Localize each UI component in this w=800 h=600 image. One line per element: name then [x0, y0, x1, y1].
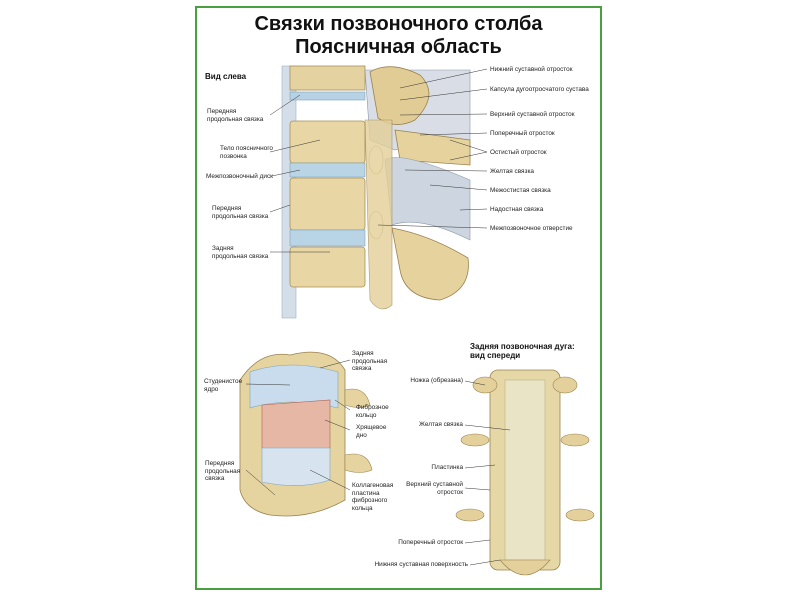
p3-label-inferior-surface: Нижняя суставная поверхность [374, 561, 468, 568]
poster-title: Связки позвоночного столба [254, 13, 543, 35]
p1-label-anterior-ligament-2: Передняя продольная связка [212, 205, 269, 220]
lateral-spine-illustration [281, 65, 471, 319]
p3-label-transverse-process: Поперечный отросток [398, 539, 463, 546]
p1-label-foramen: Межпозвоночное отверстие [490, 225, 573, 232]
p2-label-endplate: Хрящевое дно [356, 424, 387, 439]
p2-label-anterior-ligament: Передняя продольная связка [205, 460, 241, 482]
panel1-heading: Вид слева [205, 72, 247, 81]
p1-label-superior-process: Верхний суставной отросток [490, 111, 575, 118]
p2-label-nucleus: Студенистое ядро [204, 378, 243, 393]
p1-label-joint-capsule: Капсула дугоотросчатого сустава [490, 86, 589, 93]
p3-label-ligamentum-flavum: Желтая связка [419, 421, 463, 428]
posterior-arch-illustration [455, 369, 595, 576]
p1-label-anterior-ligament: Передняя продольная связка [207, 108, 264, 123]
p1-label-posterior-ligament: Задняя продольная связка [212, 245, 269, 260]
p2-label-collagen-lamella: Коллагеновая пластина фиброзного кольца [352, 482, 394, 512]
p1-label-inferior-process: Нижний суставной отросток [490, 66, 573, 73]
p3-label-lamina: Пластинка [431, 464, 463, 471]
p1-label-spinous-process: Остистый отросток [490, 149, 547, 156]
p1-label-ligamentum-flavum: Желтая связка [490, 168, 534, 175]
p2-label-annulus: Фиброзное кольцо [356, 404, 389, 419]
p1-label-transverse-process: Поперечный отросток [490, 130, 555, 137]
panel3-leader-lines [464, 380, 511, 566]
p1-label-vertebral-body: Тело поясничного позвонка [220, 145, 273, 160]
poster-subtitle: Поясничная область [295, 36, 502, 58]
p3-label-superior-process: Верхний суставной отросток [406, 481, 463, 496]
panel1-leader-lines [269, 68, 488, 253]
disc-segment-illustration [239, 351, 373, 517]
panel3-heading: Задняя позвоночная дуга: вид спереди [470, 342, 575, 360]
p1-label-interspinous: Межостистая связка [490, 187, 551, 194]
p1-label-disc: Межпозвоночный диск [206, 173, 273, 180]
p2-label-posterior-ligament: Задняя продольная связка [352, 350, 388, 372]
panel2-leader-lines [245, 359, 351, 496]
p3-label-pedicle: Ножка (обрезана) [410, 377, 463, 384]
p1-label-supraspinous: Надостная связка [490, 206, 544, 213]
